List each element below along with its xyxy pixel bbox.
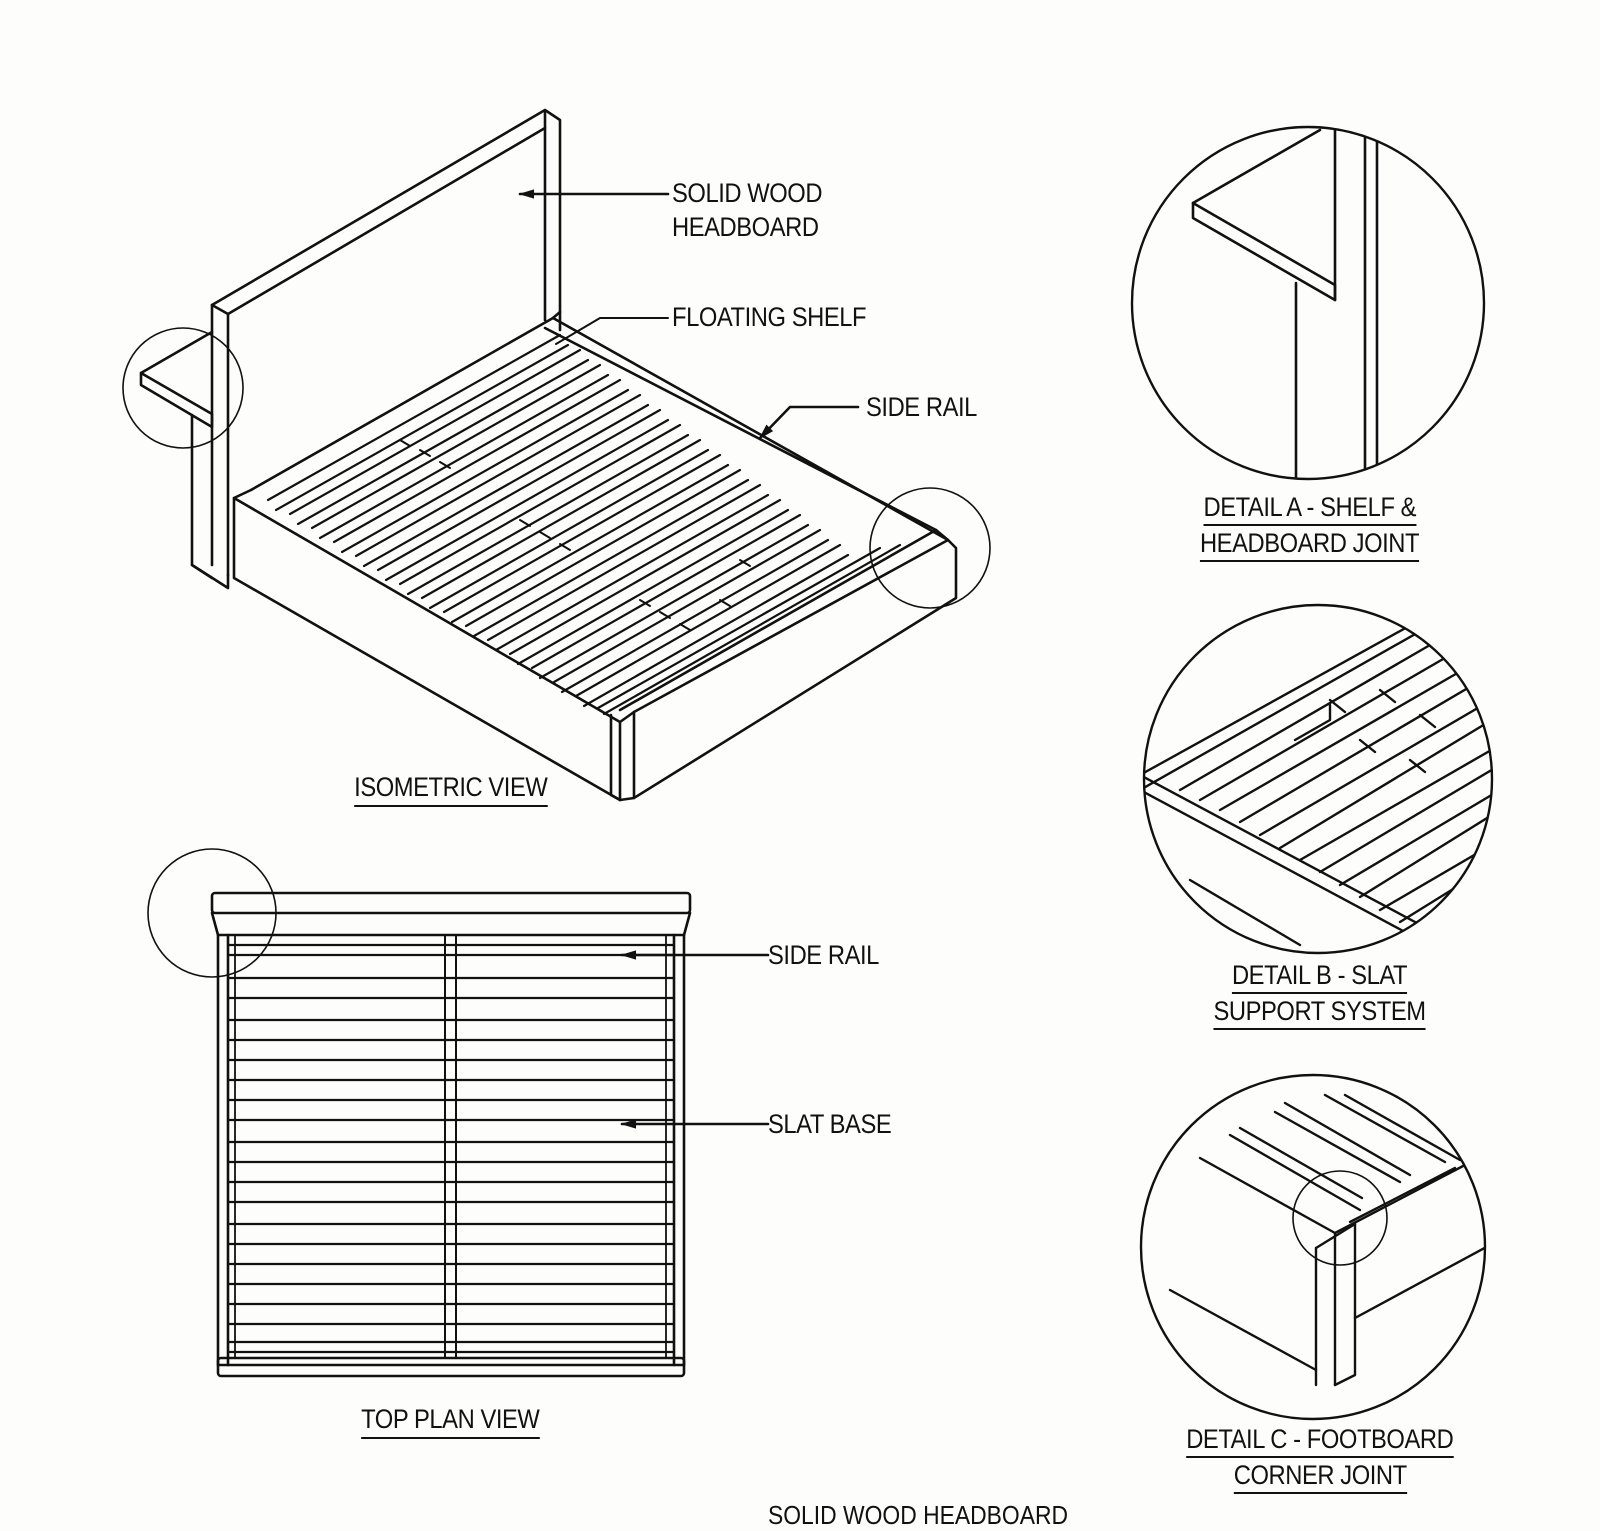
isometric-view-title: ISOMETRIC VIEW (338, 770, 564, 807)
detail-b-title: DETAIL B - SLAT SUPPORT SYSTEM (1160, 958, 1480, 1030)
callout-slat-base: SLAT BASE (768, 1109, 892, 1139)
top-plan-view-title-text: TOP PLAN VIEW (360, 1402, 540, 1439)
detail-a-title: DETAIL A - SHELF & HEADBOARD JOINT (1160, 490, 1460, 562)
detail-a-drawing (1130, 125, 1486, 481)
cut-off-label: SOLID WOOD HEADBOARD (768, 1500, 1069, 1530)
detail-b-title-line2: SUPPORT SYSTEM (1213, 994, 1427, 1030)
callout-floating-shelf: FLOATING SHELF (672, 302, 867, 332)
detail-b-title-line1: DETAIL B - SLAT (1232, 958, 1408, 994)
detail-c-title-line1: DETAIL C - FOOTBOARD (1186, 1422, 1454, 1458)
top-plan-bed (147, 848, 770, 1378)
detail-c-title-line2: CORNER JOINT (1233, 1458, 1407, 1494)
detail-a-title-line2: HEADBOARD JOINT (1200, 526, 1420, 562)
isometric-bed (122, 108, 991, 802)
detail-c-title: DETAIL C - FOOTBOARD CORNER JOINT (1150, 1422, 1490, 1494)
detail-c-drawing (1139, 1073, 1487, 1421)
callout-side-rail-plan: SIDE RAIL (768, 940, 879, 970)
callout-side-rail-iso: SIDE RAIL (866, 392, 977, 422)
callout-headboard-line1: SOLID WOOD (672, 178, 823, 208)
top-plan-view-title: TOP PLAN VIEW (340, 1402, 560, 1439)
detail-a-title-line1: DETAIL A - SHELF & (1203, 490, 1417, 526)
detail-b-drawing (1142, 603, 1494, 955)
isometric-view-title-text: ISOMETRIC VIEW (354, 770, 548, 807)
callout-headboard-line2: HEADBOARD (672, 212, 819, 242)
